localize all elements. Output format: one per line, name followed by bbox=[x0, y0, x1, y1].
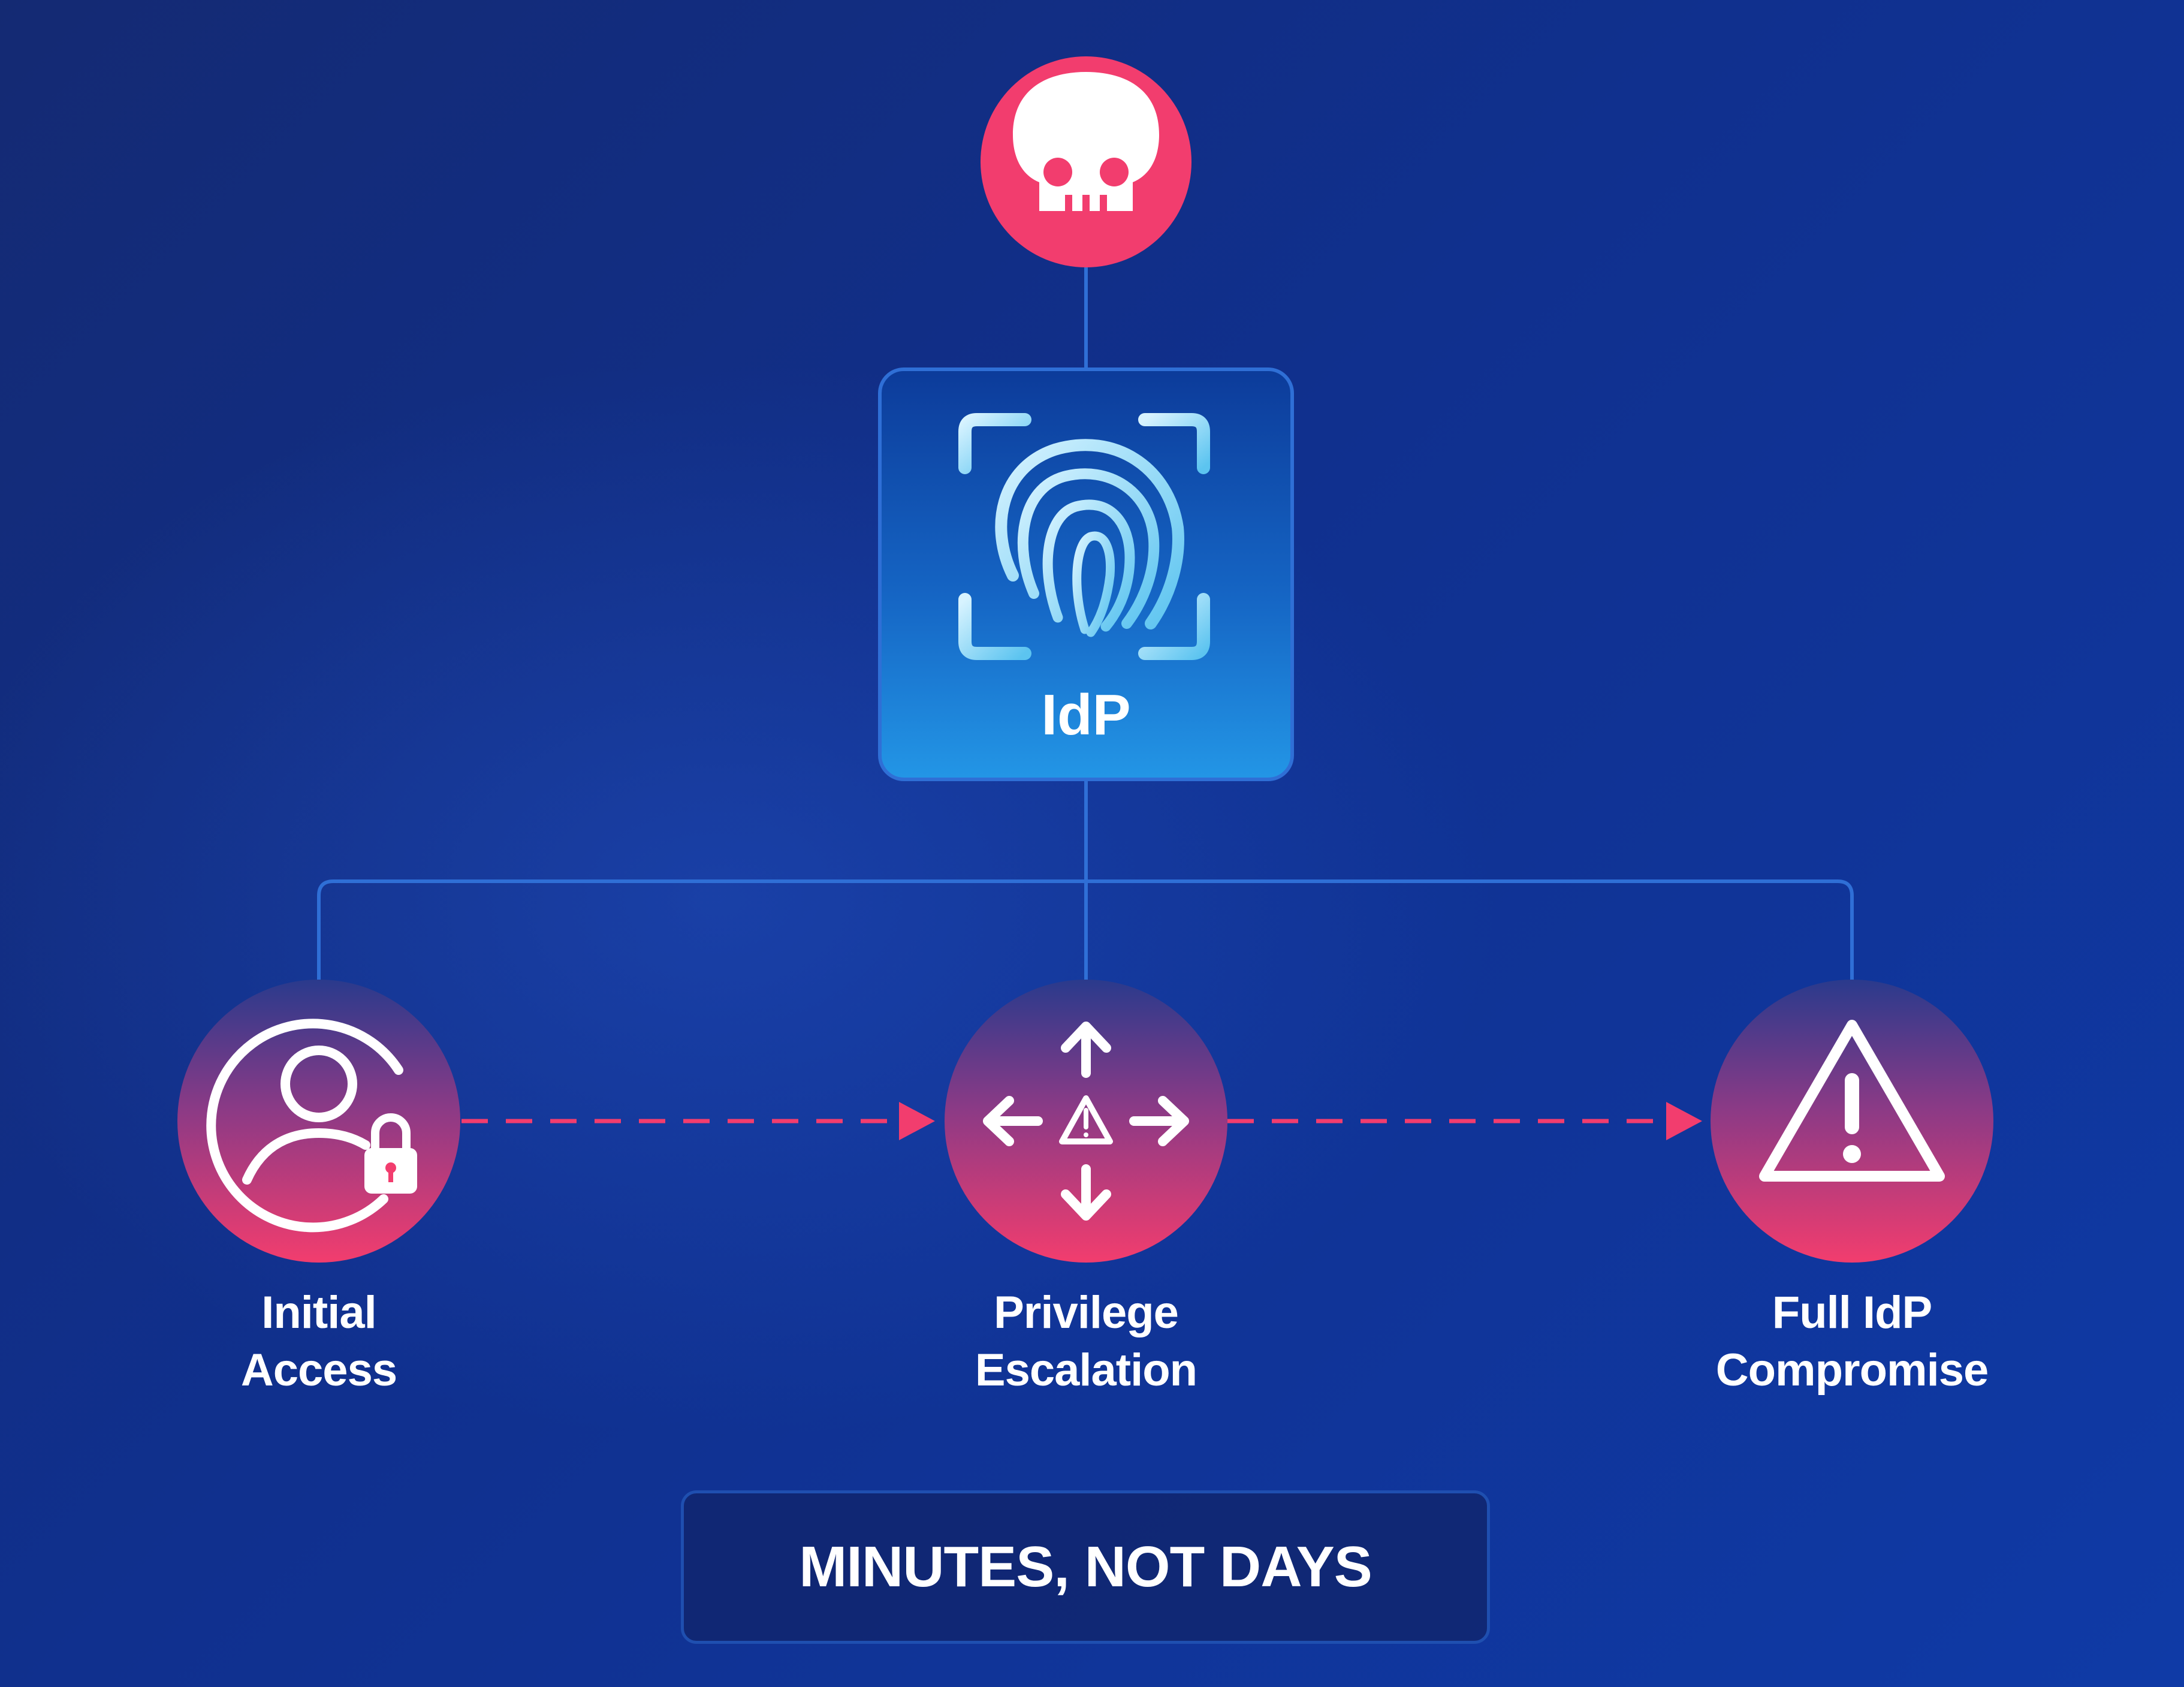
stage-full-idp-compromise bbox=[1711, 980, 1993, 1263]
stage-label-line: Full IdP bbox=[1772, 1287, 1932, 1338]
stage-label-line: Initial bbox=[261, 1287, 376, 1338]
progression-arrows bbox=[461, 1102, 1702, 1140]
stage-label-line: Escalation bbox=[975, 1345, 1197, 1396]
expand-arrows-warning-icon bbox=[983, 1022, 1189, 1221]
stage-label-line: Access bbox=[240, 1345, 397, 1396]
connector-lines bbox=[317, 267, 1854, 983]
threat-node bbox=[981, 56, 1191, 267]
arrowhead-icon bbox=[1666, 1102, 1702, 1140]
stage-label-privilege-escalation: Privilege Escalation bbox=[936, 1284, 1236, 1399]
fingerprint-icon bbox=[958, 413, 1210, 660]
stage-initial-access bbox=[177, 980, 460, 1263]
stages-bus-connector bbox=[317, 879, 1854, 983]
stage-label-line: Compromise bbox=[1715, 1345, 1989, 1396]
skull-icon bbox=[1013, 72, 1159, 213]
idp-node bbox=[878, 367, 1294, 781]
timing-banner: MINUTES, NOT DAYS bbox=[681, 1490, 1490, 1644]
arrowhead-icon bbox=[899, 1102, 935, 1140]
stage-label-line: Privilege bbox=[994, 1287, 1179, 1338]
stage-label-initial-access: Initial Access bbox=[199, 1284, 439, 1399]
idp-label: IdP bbox=[1041, 683, 1131, 747]
stage-privilege-escalation bbox=[945, 980, 1227, 1263]
banner-text: MINUTES, NOT DAYS bbox=[799, 1535, 1372, 1599]
warning-triangle-icon bbox=[1759, 1020, 1945, 1182]
user-lock-icon bbox=[206, 1019, 417, 1233]
stage-label-full-idp-compromise: Full IdP Compromise bbox=[1684, 1284, 2020, 1399]
